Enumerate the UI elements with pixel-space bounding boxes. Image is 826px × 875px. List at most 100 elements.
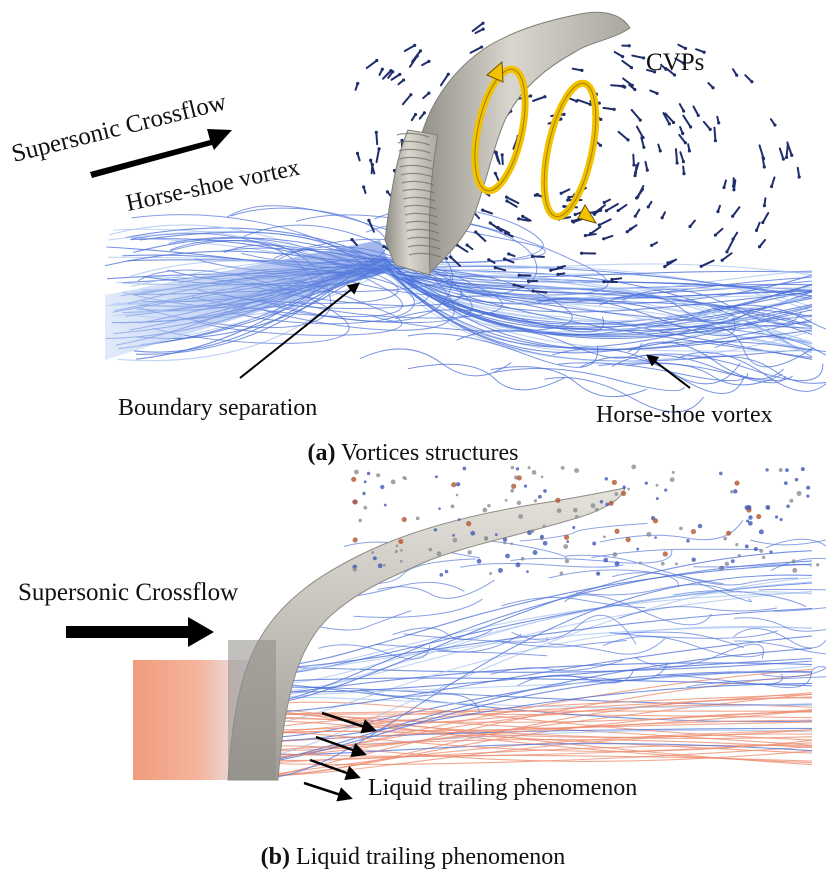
- vortex-loop: [222, 244, 429, 310]
- wake-streamline: [630, 353, 824, 381]
- vector-head: [762, 165, 766, 169]
- spray-streamline: [548, 638, 665, 655]
- droplet: [542, 540, 548, 546]
- vector-head: [681, 160, 686, 164]
- droplet: [590, 503, 596, 509]
- vector-head: [380, 67, 384, 71]
- vector-head: [762, 204, 767, 208]
- spray-streamline: [318, 644, 431, 660]
- velocity-vector: [632, 153, 635, 167]
- spray-streamline: [733, 640, 826, 655]
- droplet: [675, 562, 679, 566]
- droplet: [638, 561, 642, 565]
- caption-a-tag: (a): [307, 440, 335, 466]
- vector-head: [427, 59, 431, 63]
- droplet: [502, 537, 508, 542]
- wake-streamline: [407, 363, 565, 391]
- vector-head: [781, 157, 785, 161]
- vector-head: [720, 258, 724, 262]
- droplet: [718, 566, 723, 571]
- vector-head: [681, 61, 685, 65]
- velocity-vector: [617, 130, 630, 141]
- velocity-vector: [588, 209, 603, 214]
- velocity-vector: [589, 225, 602, 235]
- wake-streamline: [677, 351, 826, 392]
- streamline: [133, 267, 813, 353]
- velocity-vector: [636, 185, 645, 198]
- droplet: [564, 558, 570, 564]
- vector-head: [754, 228, 759, 232]
- vector-head: [422, 111, 426, 115]
- vector-head: [398, 72, 402, 76]
- spray-streamline: [758, 588, 826, 591]
- vector-head: [683, 141, 687, 145]
- velocity-vector: [713, 126, 717, 142]
- velocity-vector: [455, 244, 469, 253]
- velocity-vector: [682, 114, 692, 128]
- spray-streamline: [460, 562, 624, 568]
- droplet: [436, 551, 442, 557]
- droplet: [482, 507, 488, 513]
- vector-head: [725, 250, 729, 254]
- velocity-vector: [617, 203, 628, 212]
- droplet: [444, 569, 449, 574]
- velocity-vector: [679, 151, 685, 163]
- vector-head: [784, 155, 789, 160]
- droplet: [622, 485, 626, 489]
- spray-streamline: [759, 666, 826, 689]
- streamline: [130, 236, 813, 358]
- wake-streamline: [598, 362, 794, 382]
- velocity-vector: [770, 176, 776, 188]
- jet-ridge: [407, 236, 440, 242]
- spray-streamline: [599, 520, 744, 543]
- droplet: [504, 498, 508, 502]
- droplet: [476, 558, 482, 564]
- velocity-vector: [367, 219, 375, 233]
- velocity-vector: [382, 69, 392, 80]
- velocity-vector: [678, 133, 687, 144]
- vector-head: [663, 265, 667, 269]
- spray-streamline: [353, 598, 483, 618]
- vector-head: [683, 46, 688, 50]
- vector-head: [664, 67, 668, 71]
- label-horseshoe-right: Horse-shoe vortex: [596, 402, 773, 428]
- vector-head: [572, 220, 576, 224]
- vector-head: [500, 153, 504, 157]
- caption-a-text: Vortices structures: [335, 440, 518, 466]
- vector-head: [375, 58, 379, 63]
- velocity-vector: [495, 151, 501, 165]
- velocity-vector: [725, 239, 735, 253]
- droplet: [644, 481, 648, 485]
- jet-ridge: [400, 164, 433, 170]
- droplet: [563, 544, 569, 549]
- droplet: [765, 468, 769, 472]
- jet-ridge: [398, 148, 431, 154]
- vector-head: [681, 131, 685, 136]
- vector-head: [671, 120, 676, 125]
- droplet: [785, 468, 789, 472]
- streamline: [252, 738, 813, 752]
- velocity-vector: [401, 93, 412, 106]
- spray-streamline: [678, 574, 799, 586]
- spray-streamline: [564, 594, 712, 626]
- velocity-vector: [517, 217, 530, 222]
- vector-head: [413, 112, 418, 117]
- vector-head: [377, 147, 381, 151]
- vector-head: [757, 245, 762, 249]
- droplet: [543, 489, 547, 493]
- vector-head: [687, 149, 692, 153]
- droplet: [390, 479, 396, 485]
- droplet: [724, 561, 730, 567]
- streamline: [252, 709, 813, 723]
- wake-streamline: [557, 362, 749, 382]
- vector-head: [493, 171, 497, 175]
- droplet: [533, 499, 537, 503]
- velocity-vector: [494, 266, 507, 272]
- vector-head: [627, 44, 631, 48]
- vector-head: [504, 195, 509, 199]
- droplet: [733, 489, 738, 494]
- droplet: [352, 499, 358, 505]
- droplet: [603, 557, 609, 563]
- velocity-vector: [630, 108, 642, 122]
- streamline: [252, 701, 813, 741]
